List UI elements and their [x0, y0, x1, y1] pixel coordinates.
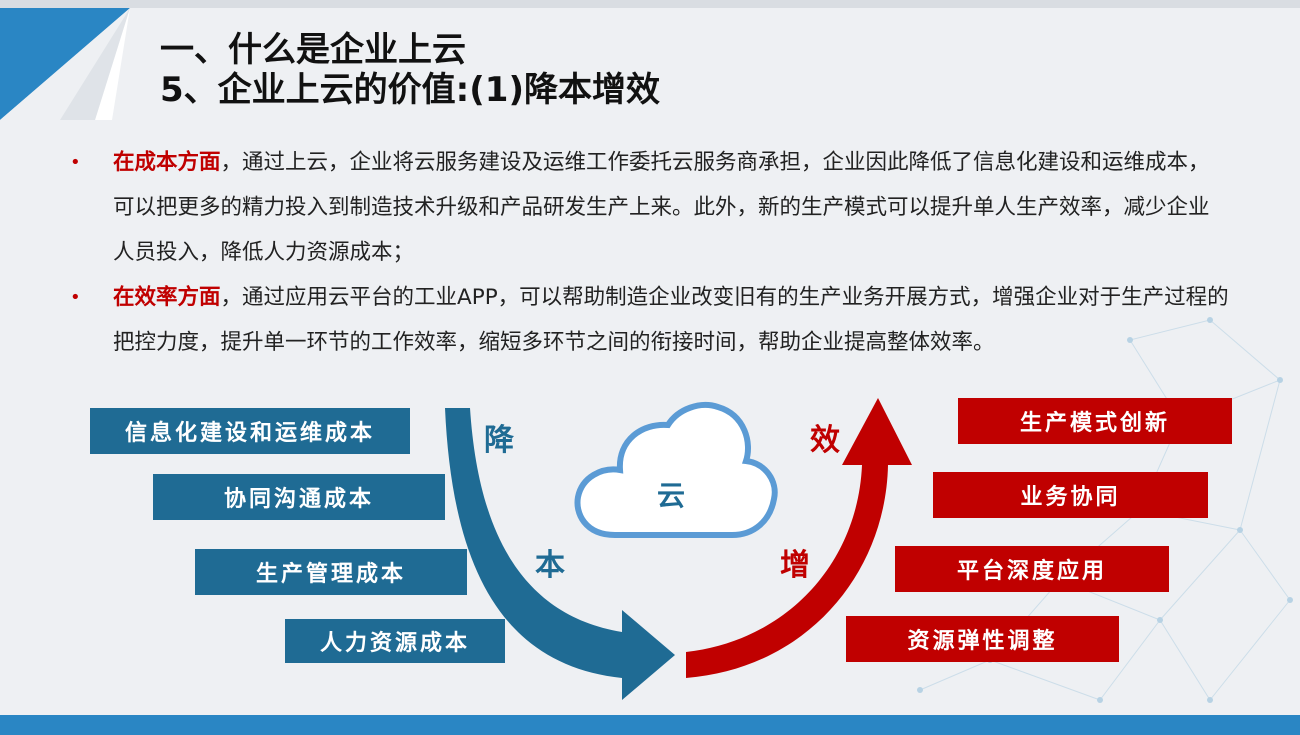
arrow-label-ben: 本: [535, 548, 565, 583]
bullet-marker: •: [70, 152, 81, 173]
arrow-label-xiao: 效: [810, 423, 840, 458]
cost-item-box: 信息化建设和运维成本: [90, 408, 410, 454]
bullet-marker: •: [70, 287, 81, 308]
cost-item-box: 协同沟通成本: [153, 474, 445, 520]
cost-item-box: 生产管理成本: [195, 549, 467, 595]
efficiency-item-box: 生产模式创新: [958, 398, 1232, 444]
cloud-icon: [574, 402, 778, 538]
corner-page-curl-decoration: [0, 8, 130, 120]
bullet-cost: • 在成本方面，通过上云，企业将云服务建设及运维工作委托云服务商承担，企业因此降…: [70, 140, 1230, 275]
slide-title-line1: 一、什么是企业上云: [160, 30, 466, 70]
cost-item-box: 人力资源成本: [285, 619, 505, 663]
arrow-label-jiang: 降: [484, 423, 514, 458]
arrow-label-zeng: 增: [780, 548, 810, 583]
efficiency-item-box: 业务协同: [933, 472, 1208, 518]
bullet-highlight: 在效率方面: [113, 285, 221, 310]
bottom-bar: [0, 715, 1300, 735]
efficiency-item-box: 资源弹性调整: [846, 616, 1119, 662]
bullet-text: ，通过应用云平台的工业APP，可以帮助制造企业改变旧有的生产业务开展方式，增强企…: [113, 285, 1229, 355]
bullet-efficiency: • 在效率方面，通过应用云平台的工业APP，可以帮助制造企业改变旧有的生产业务开…: [70, 275, 1230, 365]
bullet-highlight: 在成本方面: [113, 150, 221, 175]
efficiency-item-box: 平台深度应用: [895, 546, 1169, 592]
top-strip: [0, 0, 1300, 8]
slide-title-line2: 5、企业上云的价值:(1)降本增效: [160, 70, 660, 110]
bullet-list: • 在成本方面，通过上云，企业将云服务建设及运维工作委托云服务商承担，企业因此降…: [70, 140, 1230, 365]
bullet-text: ，通过上云，企业将云服务建设及运维工作委托云服务商承担，企业因此降低了信息化建设…: [113, 150, 1210, 265]
cloud-label: 云: [657, 479, 686, 512]
